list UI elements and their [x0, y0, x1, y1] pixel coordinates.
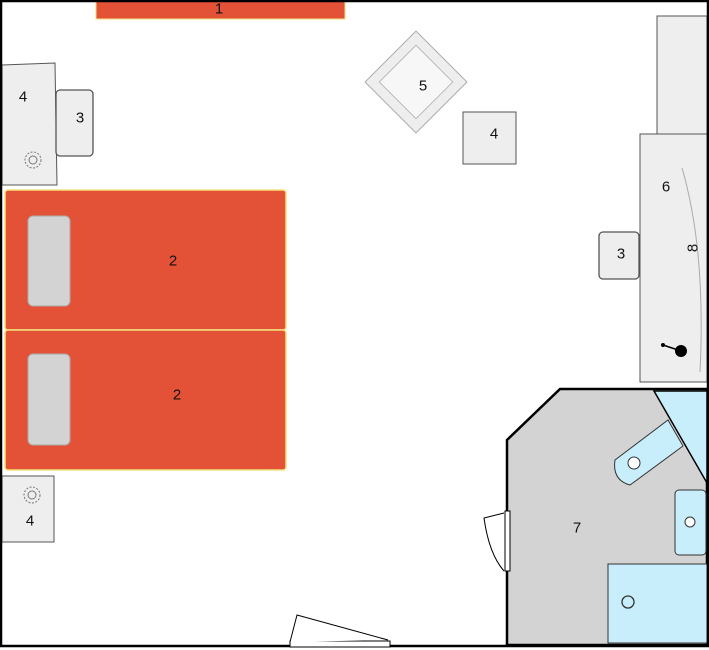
stool-left[interactable]: 3 — [55, 89, 94, 157]
nightstand-top-left[interactable]: 4 — [1, 62, 58, 186]
bed-top-label: 2 — [169, 253, 177, 270]
pillow — [27, 353, 71, 446]
wall-panel[interactable]: 1 — [95, 0, 346, 20]
armchair-icon — [364, 30, 468, 134]
armchair[interactable]: 5 — [364, 30, 468, 134]
nightstand-top-left-label: 4 — [19, 89, 27, 106]
desk-label: 6 — [662, 179, 670, 196]
lamp-icon — [24, 151, 42, 169]
stool-left-label: 3 — [76, 110, 84, 127]
side-table[interactable]: 4 — [462, 111, 517, 165]
nightstand-bottom-left[interactable]: 4 — [1, 475, 55, 543]
desk[interactable]: 6 8 — [639, 133, 708, 383]
bathtub-icon — [607, 563, 708, 644]
door-swing-icon[interactable] — [483, 510, 511, 572]
nightstand-bottom-left-label: 4 — [26, 513, 34, 530]
stool-right[interactable]: 3 — [598, 231, 640, 280]
stool-right-label: 3 — [617, 246, 625, 263]
desk-mark-label: 8 — [685, 244, 702, 252]
wall-panel-label: 1 — [215, 1, 223, 18]
desk-lamp-icon — [661, 343, 687, 357]
door-swing-icon[interactable] — [289, 614, 391, 648]
toilet-icon — [614, 419, 684, 486]
bed-bottom-label: 2 — [173, 387, 181, 404]
bathroom-label: 7 — [573, 520, 581, 537]
bed-top[interactable]: 2 — [4, 189, 287, 331]
bed-bottom[interactable]: 2 — [4, 329, 287, 471]
lamp-icon — [23, 486, 41, 504]
sink-icon — [674, 489, 707, 556]
pillow — [27, 215, 71, 307]
armchair-label: 5 — [419, 78, 427, 95]
side-table-label: 4 — [490, 126, 498, 143]
wardrobe[interactable] — [656, 15, 708, 135]
